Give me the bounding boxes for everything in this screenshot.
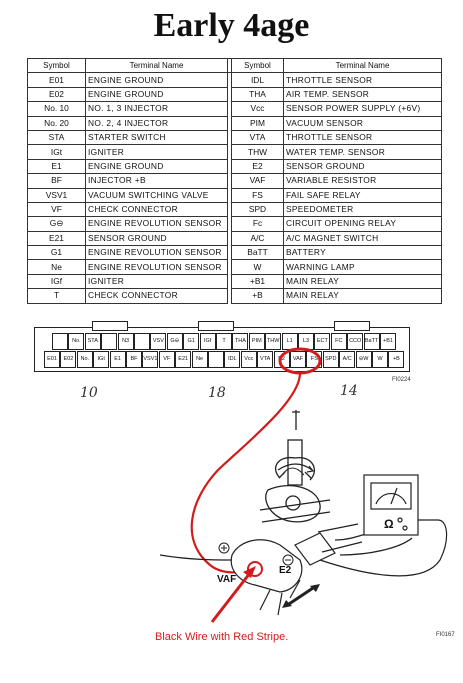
vaf-pin-highlight xyxy=(278,347,322,375)
signal-wire xyxy=(159,554,233,561)
connector-pin-bottom: VTA xyxy=(257,351,274,368)
connector-latch xyxy=(92,321,128,331)
connector-ref-code: FI0224 xyxy=(392,377,411,383)
connector-pin-top: ECT xyxy=(314,333,331,350)
vaf-label: VAF xyxy=(217,574,237,585)
diagram-ref-code: FI0167 xyxy=(436,632,455,638)
red-trace-line xyxy=(190,372,302,574)
connector-pin-top: No. 10 xyxy=(68,333,85,350)
connector-pin-bottom: E02 xyxy=(60,351,77,368)
connector-pin-top: +B1 xyxy=(380,333,396,350)
connector-pin-bottom: BF xyxy=(126,351,142,368)
connector-pin-bottom: Vcc xyxy=(240,351,257,368)
connector-pin-bottom: VSV1 xyxy=(142,351,159,368)
connector-pin-top: T xyxy=(216,333,232,350)
pin-number-label: 14 xyxy=(340,383,358,399)
page-title: Early 4age xyxy=(153,7,310,44)
connector-pin-bottom: IGt xyxy=(93,351,110,368)
connector-pin-top: THA xyxy=(232,333,249,350)
connector-pin-top: VSV xyxy=(150,333,167,350)
terminal-name-left: CHECK CONNECTOR xyxy=(85,288,228,304)
connector-pin-bottom xyxy=(208,351,224,368)
connector-pin-bottom: W xyxy=(372,351,388,368)
pin-number-label: 10 xyxy=(80,385,98,401)
ohmmeter-icon xyxy=(319,474,448,577)
airflow-meter-icon xyxy=(259,410,331,523)
terminal-table: Symbol Terminal Name Symbol Terminal Nam… xyxy=(27,57,442,304)
connector-pin-bottom: ⊖W xyxy=(355,351,372,368)
disconnect-arrow-icon xyxy=(285,584,317,608)
connector-pin-bottom: E21 xyxy=(175,351,192,368)
connector-pin-top: STA xyxy=(84,333,101,350)
pin-number-label: 18 xyxy=(208,385,226,401)
connector-pin-top: BaTT xyxy=(363,333,380,350)
connector-pin-bottom: A/C xyxy=(339,351,356,368)
connector-pin-bottom: E01 xyxy=(44,351,60,368)
sensor-plug-icon xyxy=(230,523,363,616)
rotation-arrow-icon xyxy=(277,463,313,471)
connector-pin-top: PIM xyxy=(248,333,265,350)
wire-highlight-circle xyxy=(247,561,263,577)
connector-pin-top: IGf xyxy=(199,333,216,350)
connector-pin-top: CCO xyxy=(347,333,364,350)
connector-pin-top xyxy=(101,333,118,350)
connector-pin-bottom: E1 xyxy=(109,351,126,368)
connector-pin-top: THW xyxy=(265,333,282,350)
connector-pin-bottom: No. 20 xyxy=(76,351,93,368)
connector-pin-bottom: VF xyxy=(158,351,175,368)
connector-pin-top: L3 xyxy=(298,333,314,350)
ohm-label: Ω xyxy=(384,517,394,531)
terminal-name-right: MAIN RELAY xyxy=(283,288,442,304)
connector-pin-top xyxy=(52,333,68,350)
connector-pin-top: G⊖ xyxy=(166,333,183,350)
symbol-right: +B xyxy=(231,288,284,304)
table-header-row: Symbol Terminal Name Symbol Terminal Nam… xyxy=(27,57,442,74)
connector-pin-bottom: IDL xyxy=(224,351,241,368)
e2-label: E2 xyxy=(279,565,292,576)
wire-caption: Black Wire with Red Stripe. xyxy=(155,631,289,643)
red-pointer-arrow xyxy=(210,572,252,623)
connector-pin-bottom: VAF xyxy=(290,351,306,368)
ecu-connector: No. 10STAN3VSVG⊖G1IGfTTHAPIMTHWL1L3ECTFC… xyxy=(34,321,411,383)
connector-latch xyxy=(334,321,370,331)
connector-pin-top xyxy=(134,333,150,350)
connector-pin-top: FC xyxy=(330,333,347,350)
connector-pin-top: N3 xyxy=(117,333,134,350)
connector-pin-bottom: SPD xyxy=(322,351,339,368)
connector-pin-bottom: Ne xyxy=(191,351,208,368)
connector-pin-bottom: +B xyxy=(388,351,405,368)
symbol-left: T xyxy=(27,288,86,304)
connector-pin-top: G1 xyxy=(183,333,200,350)
connector-latch xyxy=(198,321,234,331)
